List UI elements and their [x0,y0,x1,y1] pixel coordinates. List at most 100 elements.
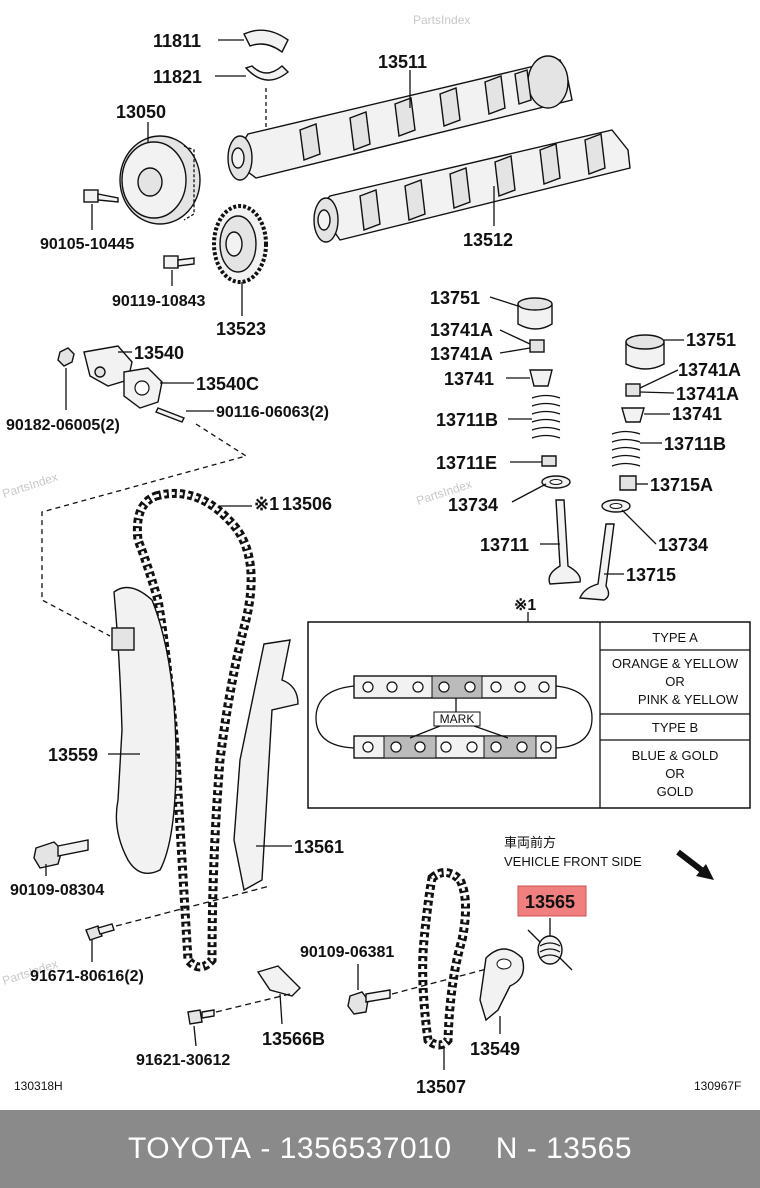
part-label-11821[interactable]: 11821 [153,67,202,87]
bolt-90105-icon [83,189,119,203]
legend-type-b: TYPE B [652,720,698,735]
footer-brand: TOYOTA [127,1132,252,1165]
front-side-jp: 車両前方 [504,835,556,850]
legend-type-a-line2: OR [665,674,685,689]
part-label-13711E[interactable]: 13711E [436,453,497,473]
part-label-13561[interactable]: 13561 [294,837,344,857]
legend-type-b-line1: BLUE & GOLD [632,748,719,763]
part-label-13741A-1[interactable]: 13741A [430,320,493,340]
part-label-13050[interactable]: 13050 [116,102,166,122]
part-label-13559[interactable]: 13559 [48,745,98,765]
part-label-13711B-a[interactable]: 13711B [436,410,498,430]
legend-type-a: TYPE A [652,630,698,645]
part-label-90116-06063[interactable]: 90116-06063(2) [216,404,329,421]
watermark: PartsIndex [413,13,470,27]
stud-90116-icon [155,407,185,423]
note-mark-13506: ※1 [254,494,279,514]
part-label-13734-a[interactable]: 13734 [448,495,498,515]
gasket-13540C-icon [123,367,163,409]
chain-guide-13559-icon [111,586,177,874]
part-label-90119-10843[interactable]: 90119-10843 [112,293,206,310]
timing-chain-13506-icon [132,488,256,972]
valve-13711-icon [548,499,581,585]
footer-gap [452,1132,496,1166]
oil-pump-chain-13507-icon [418,868,470,1050]
bolt-90109-08304-icon [33,839,89,869]
footer-separator-2: - [517,1132,547,1165]
camshaft-13512-icon [313,129,631,243]
footer-diagram-part: 13565 [546,1132,633,1165]
washer-13734-b-icon [601,499,631,513]
part-label-13523[interactable]: 13523 [216,319,266,339]
retainer-13741-b-icon [621,407,645,423]
part-label-13506[interactable]: 13506 [282,494,332,514]
bolt-90109-06381-icon [347,989,391,1015]
lever-13549-icon [479,948,525,1022]
lifter-13751-icon [517,297,553,330]
part-label-13565[interactable]: 13565 [525,892,575,912]
seal-13715A-icon [619,475,637,491]
part-label-13540[interactable]: 13540 [134,343,184,363]
part-label-90109-06381[interactable]: 90109-06381 [300,944,394,961]
lifter-13751-b-icon [625,334,665,370]
part-number-footer: TOYOTA - 1356537010 N - 13565 [0,1110,760,1188]
part-label-13540C[interactable]: 13540C [196,374,259,394]
part-label-13711[interactable]: 13711 [480,535,529,555]
part-label-13507[interactable]: 13507 [416,1077,466,1097]
sprocket-13523-icon [212,204,268,284]
watermark: PartsIndex [1,470,60,501]
part-label-13741A-4[interactable]: 13741A [676,384,739,404]
part-label-13741A-2[interactable]: 13741A [430,344,493,364]
chain-type-legend: TYPE A ORANGE & YELLOW OR PINK & YELLOW … [307,621,751,809]
part-label-13715[interactable]: 13715 [626,565,676,585]
bracket-13566B-icon [256,965,301,997]
legend-type-a-line1: ORANGE & YELLOW [612,656,739,671]
part-label-13741-b[interactable]: 13741 [672,404,722,424]
camshaft-13511-icon [227,55,573,181]
part-label-90182-06005[interactable]: 90182-06005(2) [6,417,120,434]
legend-mark-label: MARK [440,712,475,726]
retainer-13741-icon [529,369,553,387]
diagram-code-left: 130318H [14,1079,63,1093]
part-label-13751-a[interactable]: 13751 [430,288,480,308]
part-label-13511[interactable]: 13511 [378,52,427,72]
part-label-91621-30612[interactable]: 91621-30612 [136,1052,230,1069]
footer-part-number: 1356537010 [279,1132,452,1165]
part-label-11811[interactable]: 11811 [153,31,201,51]
bolt-90119-icon [163,255,195,269]
footer-n: N [495,1132,518,1165]
vvt-gear-13050-icon [119,135,201,225]
diagram-code-right: 130967F [694,1079,741,1093]
bearing-lower-icon [244,65,290,81]
spring-13711B-icon [531,394,561,439]
chain-slipper-13561-icon [233,639,299,892]
part-13565-highlight [517,885,587,917]
part-label-13741A-3[interactable]: 13741A [678,360,741,380]
part-label-13549[interactable]: 13549 [470,1039,520,1059]
keeper-13741A-b-icon [625,383,641,397]
part-label-13751-b[interactable]: 13751 [686,330,736,350]
legend-type-a-line3: PINK & YELLOW [638,692,739,707]
seal-13711E-icon [541,455,557,467]
part-label-90105-10445[interactable]: 90105-10445 [40,236,134,253]
part-label-13512[interactable]: 13512 [463,230,513,250]
part-label-13734-b[interactable]: 13734 [658,535,708,555]
legend-note-mark: ※1 [514,597,536,614]
parts-diagram: PartsIndex PartsIndex PartsIndex PartsIn… [1,13,751,1097]
spring-13711B-b-icon [611,430,641,467]
part-label-13741-a[interactable]: 13741 [444,369,494,389]
part-label-91671-80616[interactable]: 91671-80616(2) [30,968,144,985]
legend-type-b-line2: OR [665,766,685,781]
nut-90182-icon [57,347,75,367]
part-label-13715A[interactable]: 13715A [650,475,713,495]
washer-13734-a-icon [541,475,571,489]
front-side-en: VEHICLE FRONT SIDE [504,854,642,869]
keeper-13741A-icon [529,339,545,353]
valve-13715-icon [578,523,615,601]
legend-type-b-line3: GOLD [657,784,694,799]
part-label-13711B-b[interactable]: 13711B [664,434,726,454]
part-label-13566B[interactable]: 13566B [262,1029,325,1049]
bolt-91671-icon [85,923,115,941]
bearing-upper-icon [243,29,289,54]
part-label-90109-08304[interactable]: 90109-08304 [10,882,104,899]
